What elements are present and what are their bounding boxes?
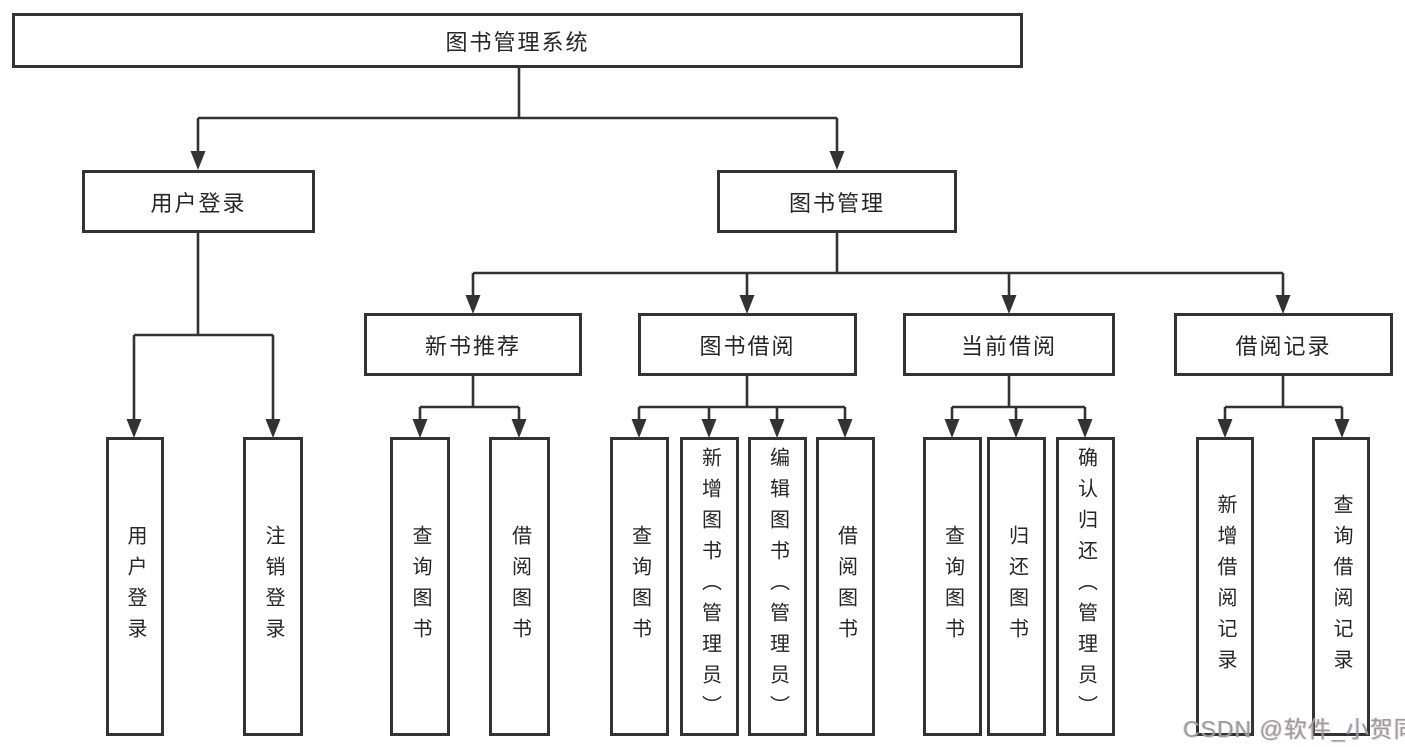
node-current-borrow: 当前借阅	[903, 313, 1115, 376]
connector-new-book-rec-to-leaves	[412, 376, 527, 438]
node-book-borrow: 图书借阅	[638, 313, 857, 376]
node-new-book-rec: 新书推荐	[364, 313, 582, 376]
leaf-label: 新增借阅记录	[1214, 493, 1236, 680]
node-current-borrow-label: 当前借阅	[960, 333, 1057, 359]
node-borrow-records-label: 借阅记录	[1235, 333, 1332, 359]
node-root-label: 图书管理系统	[445, 29, 590, 55]
watermark: CSDN @软件_小贺同学	[1183, 716, 1405, 742]
leaf-add-books-admin: 新增图书（管理员）	[680, 437, 739, 736]
node-root: 图书管理系统	[12, 13, 1023, 68]
leaf-borrow-books-1: 借阅图书	[489, 437, 550, 736]
leaf-label: 查询图书	[628, 524, 651, 649]
leaf-label: 借阅图书	[508, 524, 531, 649]
connector-current-borrow-to-leaves	[944, 376, 1093, 438]
connector-book-borrow-to-leaves	[631, 376, 853, 438]
connector-book-mgmt-to-modules	[465, 233, 1291, 314]
leaf-logout: 注销登录	[243, 437, 303, 736]
node-user-login-label: 用户登录	[150, 190, 247, 216]
leaf-query-books-1: 查询图书	[390, 437, 450, 736]
node-book-mgmt: 图书管理	[717, 170, 957, 233]
leaf-label: 确认归还（管理员）	[1074, 447, 1097, 726]
node-user-login: 用户登录	[82, 170, 315, 233]
leaf-label: 注销登录	[262, 524, 284, 649]
leaf-borrow-books-2: 借阅图书	[816, 437, 875, 736]
leaf-return-books: 归还图书	[987, 437, 1046, 736]
leaf-query-books-3: 查询图书	[923, 437, 982, 736]
leaf-query-borrow-record: 查询借阅记录	[1312, 437, 1370, 736]
leaf-label: 查询图书	[409, 524, 431, 649]
leaf-query-books-2: 查询图书	[610, 437, 669, 736]
node-book-borrow-label: 图书借阅	[699, 333, 796, 359]
leaf-label: 借阅图书	[834, 524, 857, 649]
leaf-label: 查询图书	[941, 524, 964, 649]
connector-root-to-branches	[190, 65, 845, 170]
node-book-mgmt-label: 图书管理	[788, 190, 885, 216]
leaf-confirm-return-admin: 确认归还（管理员）	[1056, 437, 1115, 736]
leaf-user-login: 用户登录	[106, 437, 164, 736]
leaf-label: 用户登录	[124, 524, 146, 649]
leaf-edit-books-admin: 编辑图书（管理员）	[748, 437, 807, 736]
leaf-label: 归还图书	[1005, 524, 1028, 649]
leaf-label: 编辑图书（管理员）	[766, 447, 789, 726]
connector-borrow-records-to-leaves	[1217, 376, 1350, 438]
leaf-label: 查询借阅记录	[1330, 493, 1352, 680]
connector-user-login-to-leaves	[126, 233, 281, 438]
node-borrow-records: 借阅记录	[1174, 313, 1393, 376]
leaf-add-borrow-record: 新增借阅记录	[1196, 437, 1254, 736]
node-new-book-rec-label: 新书推荐	[424, 333, 521, 359]
leaf-label: 新增图书（管理员）	[698, 447, 721, 726]
